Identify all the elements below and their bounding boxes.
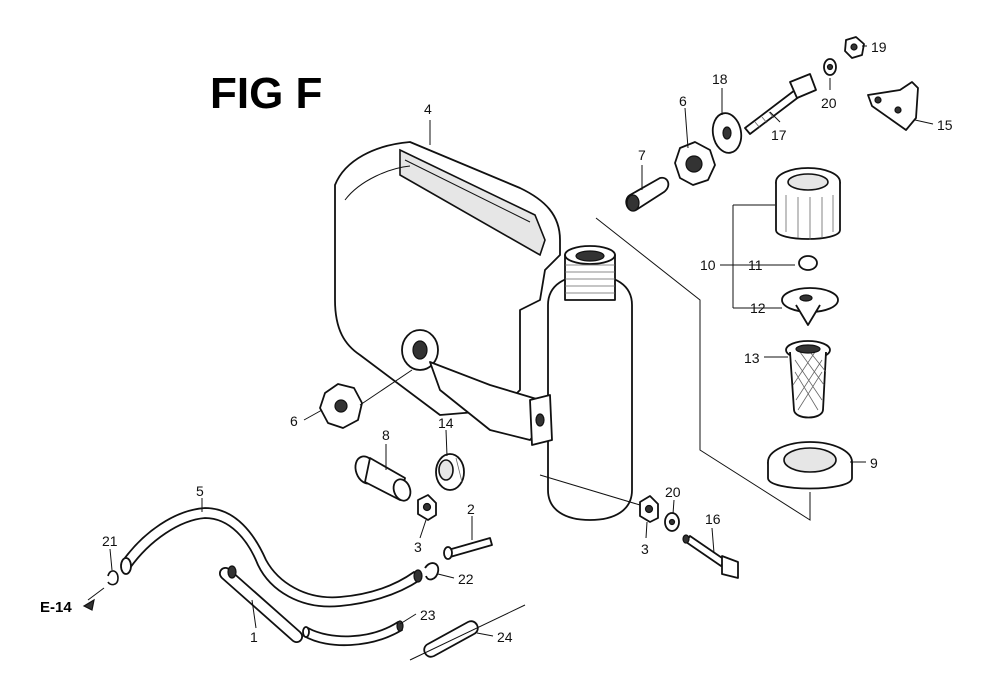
leader-lines <box>87 45 934 637</box>
fuel-tank <box>334 141 561 441</box>
part-7-sleeve <box>625 176 670 212</box>
part-12-disc <box>781 287 839 326</box>
callout-15: 15 <box>937 117 953 133</box>
part-22-clip <box>424 562 440 581</box>
part-21-clip <box>107 570 119 586</box>
callout-labels: 4 18 6 20 19 17 15 7 10 11 12 13 9 6 8 1… <box>102 39 953 645</box>
part-20-washer-lower <box>664 512 680 532</box>
part-3-grommet-right <box>639 495 659 523</box>
part-5-hose <box>120 507 423 608</box>
part-6-grommet-lower <box>319 383 363 429</box>
part-19-nut <box>844 36 865 59</box>
part-16-bolt <box>682 534 739 579</box>
part-2-screw <box>443 537 493 560</box>
callout-20-upper: 20 <box>821 95 837 111</box>
callout-3-right: 3 <box>641 541 649 557</box>
part-14-nut <box>435 453 465 491</box>
part-9-ring <box>767 441 853 490</box>
callout-8: 8 <box>382 427 390 443</box>
callout-12: 12 <box>750 300 766 316</box>
figure-title: FIG F <box>210 69 322 118</box>
callout-18: 18 <box>712 71 728 87</box>
part-15-bracket <box>867 81 919 131</box>
callout-14: 14 <box>438 415 454 431</box>
part-11-nub <box>798 255 818 271</box>
callout-10: 10 <box>700 257 716 273</box>
callout-7: 7 <box>638 147 646 163</box>
part-6-grommet-upper <box>674 141 716 186</box>
callout-19: 19 <box>871 39 887 55</box>
callout-6-lower: 6 <box>290 413 298 429</box>
part-3-grommet-left <box>417 494 437 521</box>
callout-3-left: 3 <box>414 539 422 555</box>
callout-2: 2 <box>467 501 475 517</box>
callout-6-upper: 6 <box>679 93 687 109</box>
part-20-washer-upper <box>823 58 837 76</box>
reference-arrow-icon <box>82 598 95 611</box>
callout-17: 17 <box>771 127 787 143</box>
callout-9: 9 <box>870 455 878 471</box>
part-8-fitting <box>354 455 412 502</box>
part-1-hose <box>218 565 304 644</box>
callout-16: 16 <box>705 511 721 527</box>
callout-5: 5 <box>196 483 204 499</box>
callout-13: 13 <box>744 350 760 366</box>
part-18-washer <box>711 112 743 154</box>
reservoir-bottle <box>529 245 633 521</box>
reference-label: E-14 <box>40 599 72 616</box>
callout-24: 24 <box>497 629 513 645</box>
callout-1: 1 <box>250 629 258 645</box>
callout-20-lower: 20 <box>665 484 681 500</box>
part-24-sleeve <box>409 604 526 661</box>
callout-23: 23 <box>420 607 436 623</box>
part-23-hose <box>302 620 404 647</box>
callout-21: 21 <box>102 533 118 549</box>
cross-reference: E-14 <box>40 598 95 616</box>
callout-11: 11 <box>748 257 763 273</box>
part-17-bolt <box>744 73 817 135</box>
part-10-cap <box>775 167 841 240</box>
callout-22: 22 <box>458 571 474 587</box>
callout-4: 4 <box>424 101 432 117</box>
part-13-strainer <box>785 340 831 419</box>
